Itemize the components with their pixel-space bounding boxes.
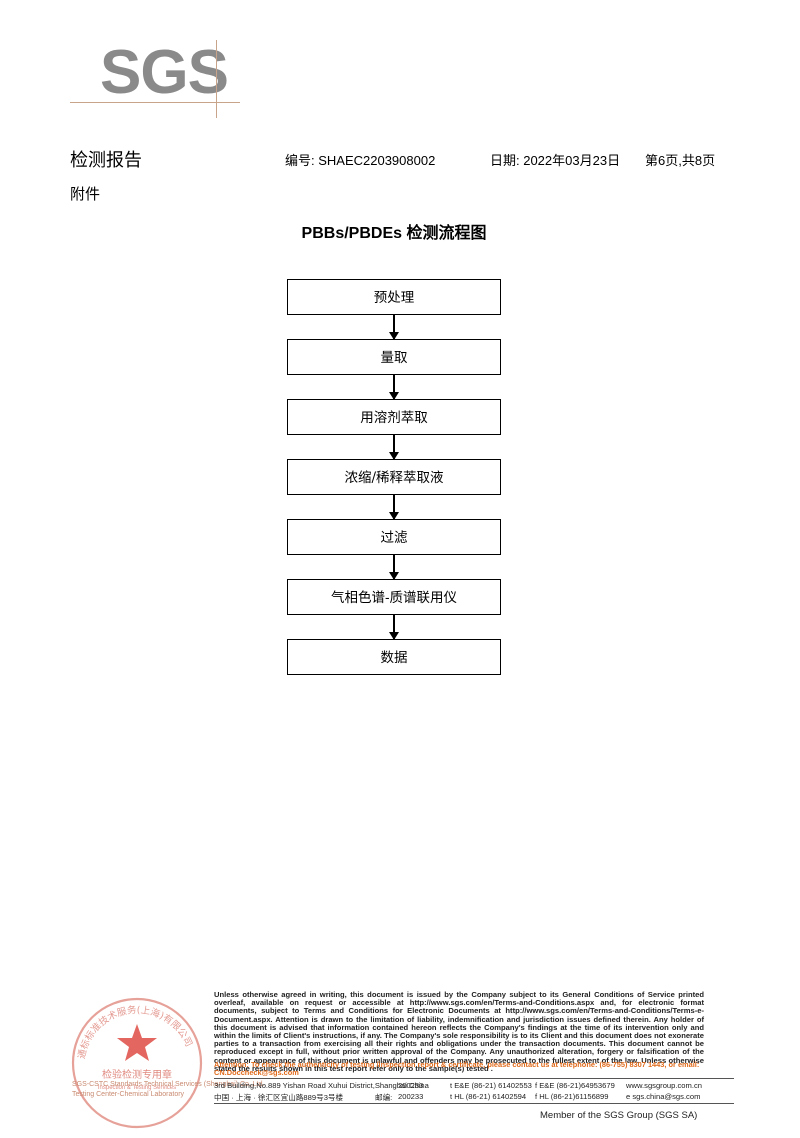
email: e sgs.china@sgs.com: [626, 1092, 701, 1101]
stamp-center-text: 检验检测专用章: [102, 1068, 172, 1081]
flow-step-filter: 过滤: [287, 519, 501, 555]
telephone-ee: t E&E (86-21) 61402553: [450, 1081, 532, 1090]
flow-step-solvent-extraction: 用溶剂萃取: [287, 399, 501, 435]
flow-step-pretreatment: 预处理: [287, 279, 501, 315]
fax-hl: f HL (86-21)61156899: [535, 1092, 609, 1101]
report-date: 日期: 2022年03月23日: [490, 153, 621, 168]
testing-center-line-2: Testing Center-Chemical Laboratory: [72, 1091, 185, 1098]
sgs-group-member: Member of the SGS Group (SGS SA): [540, 1110, 698, 1121]
testing-center-label: SGS-CSTC Standards Technical Services (S…: [72, 1080, 264, 1100]
flow-step-gcms: 气相色谱-质谱联用仪: [287, 579, 501, 615]
flow-step-measure: 量取: [287, 339, 501, 375]
testing-center-line-1: SGS-CSTC Standards Technical Services (S…: [72, 1081, 265, 1088]
postcode-chinese: 200233: [398, 1092, 424, 1101]
authenticity-attention: Attention: To check the authenticity of …: [214, 1060, 700, 1078]
flowchart-title: PBBs/PBDEs 检测流程图: [301, 225, 487, 242]
footer-divider-bottom: [214, 1103, 734, 1104]
logo-vertical-rule: [216, 40, 217, 118]
report-number: 编号: SHAEC2203908002: [285, 153, 436, 168]
footer-divider-top: [214, 1078, 734, 1079]
page-indicator: 第6页,共8页: [645, 153, 716, 168]
postcode-chinese-label: 邮编:: [375, 1093, 393, 1102]
telephone-hl: t HL (86-21) 61402594: [450, 1092, 527, 1101]
flow-arrow: [389, 495, 399, 520]
flow-arrow: [389, 615, 399, 640]
address-chinese: 中国 · 上海 · 徐汇区宜山路889号3号楼: [214, 1093, 344, 1102]
address-english: 3rd Building,No.889 Yishan Road Xuhui Di…: [214, 1081, 429, 1090]
legal-disclaimer: Unless otherwise agreed in writing, this…: [214, 990, 704, 1073]
report-title: 检测报告: [70, 150, 142, 171]
sgs-logo: SGS: [100, 38, 229, 107]
official-seal-stamp: 通标标准技术服务(上海)有限公司 检验检测专用章 Inspection & Te…: [71, 997, 203, 1129]
attachment-label: 附件: [70, 185, 101, 203]
website: www.sgsgroup.com.cn: [626, 1081, 702, 1090]
stamp-english-text: Inspection & Testing Services: [98, 1085, 176, 1091]
postcode-english: 200233: [398, 1081, 424, 1090]
flow-arrow: [389, 555, 399, 580]
flow-arrow: [389, 435, 399, 460]
stamp-star-icon: [117, 1024, 157, 1061]
fax-ee: f E&E (86-21)64953679: [535, 1081, 615, 1090]
flow-step-concentrate-dilute: 浓缩/稀释萃取液: [287, 459, 501, 495]
flow-arrow: [389, 375, 399, 400]
flow-step-data: 数据: [287, 639, 501, 675]
logo-horizontal-rule: [70, 102, 240, 103]
flow-arrow: [389, 315, 399, 340]
